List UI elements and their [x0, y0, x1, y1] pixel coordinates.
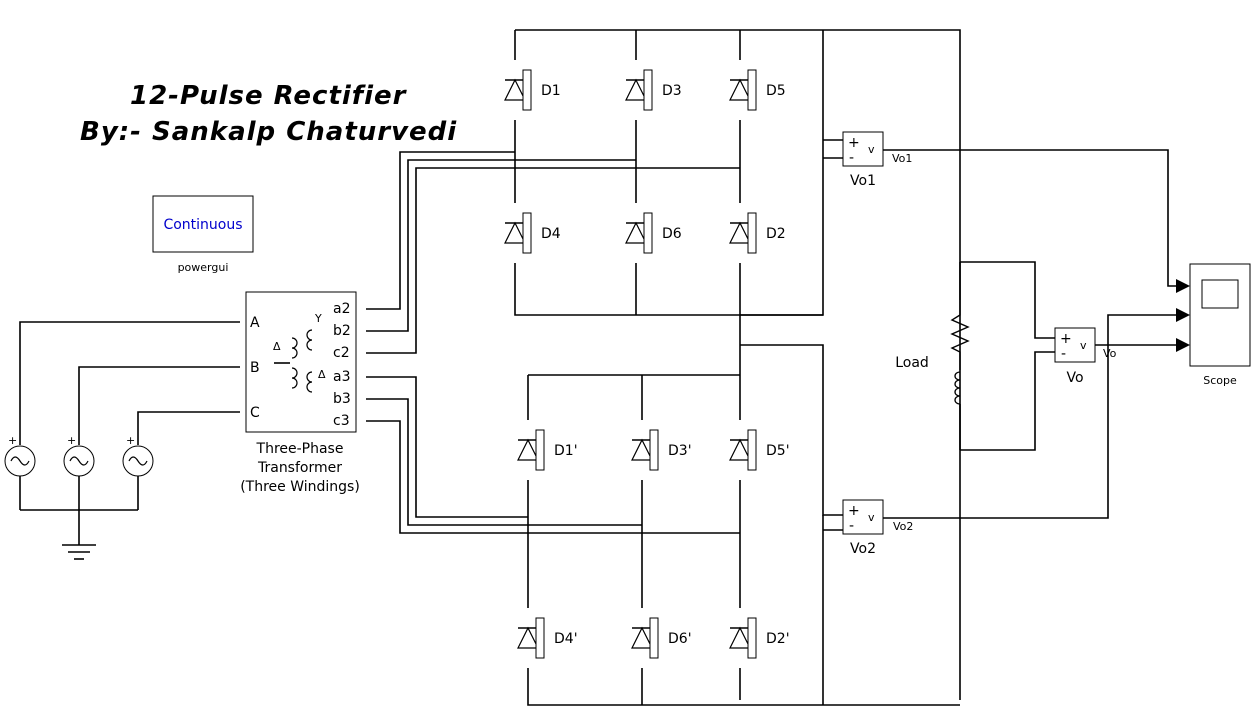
transformer-port-a2: a2	[333, 301, 351, 317]
vo-minus: -	[1061, 346, 1066, 362]
diode-lower-3-label: D4'	[554, 631, 578, 647]
diode-lower-4[interactable]: D6'	[630, 608, 692, 668]
diode-lower-0[interactable]: D1'	[516, 420, 578, 480]
transformer-name-line-2: Transformer	[257, 460, 342, 476]
diagram-author: By:- Sankalp Chaturvedi	[80, 117, 457, 147]
transformer-port-A: A	[250, 315, 260, 331]
source-a-plus: +	[8, 434, 17, 447]
vo-name: Vo	[1066, 370, 1083, 386]
diode-lower-2[interactable]: D5'	[728, 420, 790, 480]
vo-symbol: v	[1080, 339, 1087, 352]
ac-source-b[interactable]: +	[63, 420, 95, 510]
vo2-output-label: Vo2	[893, 520, 913, 533]
diagram-title: 12-Pulse Rectifier	[130, 81, 408, 111]
transformer-caption: Three-Phase Transformer (Three Windings)	[240, 441, 360, 495]
vo-output-label: Vo	[1103, 347, 1117, 360]
diode-lower-1-label: D3'	[668, 443, 692, 459]
scope-label: Scope	[1203, 374, 1237, 387]
ac-source-c[interactable]: +	[122, 420, 154, 510]
transformer-name-line-1: Three-Phase	[256, 441, 344, 457]
winding-label-y: Y	[314, 312, 322, 325]
transformer-name-line-3: (Three Windings)	[240, 479, 360, 495]
diode-lower-3[interactable]: D4'	[516, 608, 578, 668]
diode-upper-3[interactable]: D4	[503, 203, 561, 263]
scope-block[interactable]: Scope	[1189, 263, 1251, 387]
transformer-port-a3: a3	[333, 369, 351, 385]
vo-plus: +	[1060, 331, 1072, 347]
diode-upper-4[interactable]: D6	[624, 203, 682, 263]
diode-lower-5-label: D2'	[766, 631, 790, 647]
transformer-port-b3: b3	[333, 391, 351, 407]
diode-upper-5-label: D2	[766, 226, 786, 242]
load-label: Load	[895, 355, 929, 371]
powergui-block[interactable]: Continuous powergui	[152, 195, 254, 274]
vo2-plus: +	[848, 503, 860, 519]
vo2-minus: -	[849, 518, 854, 534]
diode-lower-0-label: D1'	[554, 443, 578, 459]
source-c-plus: +	[126, 434, 135, 447]
powergui-label: powergui	[178, 261, 229, 274]
diode-lower-4-label: D6'	[668, 631, 692, 647]
ground-icon	[62, 544, 96, 560]
diode-upper-5[interactable]: D2	[728, 203, 786, 263]
vo1-minus: -	[849, 150, 854, 166]
source-b-plus: +	[67, 434, 76, 447]
diode-upper-3-label: D4	[541, 226, 561, 242]
ac-source-a[interactable]: +	[4, 420, 36, 510]
diode-upper-2-label: D5	[766, 83, 786, 99]
winding-label-delta-1: Δ	[273, 340, 281, 353]
transformer-port-C: C	[250, 405, 260, 421]
rl-load[interactable]: Load	[895, 262, 970, 450]
vo2-symbol: v	[868, 511, 875, 524]
voltmeter-vo2[interactable]: + - v Vo2 Vo2	[842, 499, 913, 557]
diode-upper-4-label: D6	[662, 226, 682, 242]
transformer-port-c3: c3	[333, 413, 350, 429]
diode-lower-2-label: D5'	[766, 443, 790, 459]
vo1-output-label: Vo1	[892, 152, 912, 165]
diode-lower-1[interactable]: D3'	[630, 420, 692, 480]
voltmeter-vo1[interactable]: + - v Vo1 Vo1	[842, 131, 912, 189]
diode-lower-5[interactable]: D2'	[728, 608, 790, 668]
vo2-name: Vo2	[850, 541, 876, 557]
vo1-plus: +	[848, 135, 860, 151]
scope-input-arrows	[1176, 279, 1190, 352]
voltmeter-vo[interactable]: + - v Vo Vo	[1054, 327, 1117, 386]
powergui-mode: Continuous	[163, 217, 242, 233]
vo1-symbol: v	[868, 143, 875, 156]
transformer-port-b2: b2	[333, 323, 351, 339]
transformer-port-c2: c2	[333, 345, 350, 361]
diode-upper-0[interactable]: D1	[503, 60, 561, 120]
vo1-name: Vo1	[850, 173, 876, 189]
winding-label-delta-2: Δ	[318, 368, 326, 381]
diode-upper-1[interactable]: D3	[624, 60, 682, 120]
three-phase-transformer[interactable]: A B C a2 b2 c2 a3 b3 c3 Y Δ Δ	[245, 291, 357, 433]
transformer-port-B: B	[250, 360, 260, 376]
diode-upper-1-label: D3	[662, 83, 682, 99]
diode-upper-2[interactable]: D5	[728, 60, 786, 120]
diode-upper-0-label: D1	[541, 83, 561, 99]
